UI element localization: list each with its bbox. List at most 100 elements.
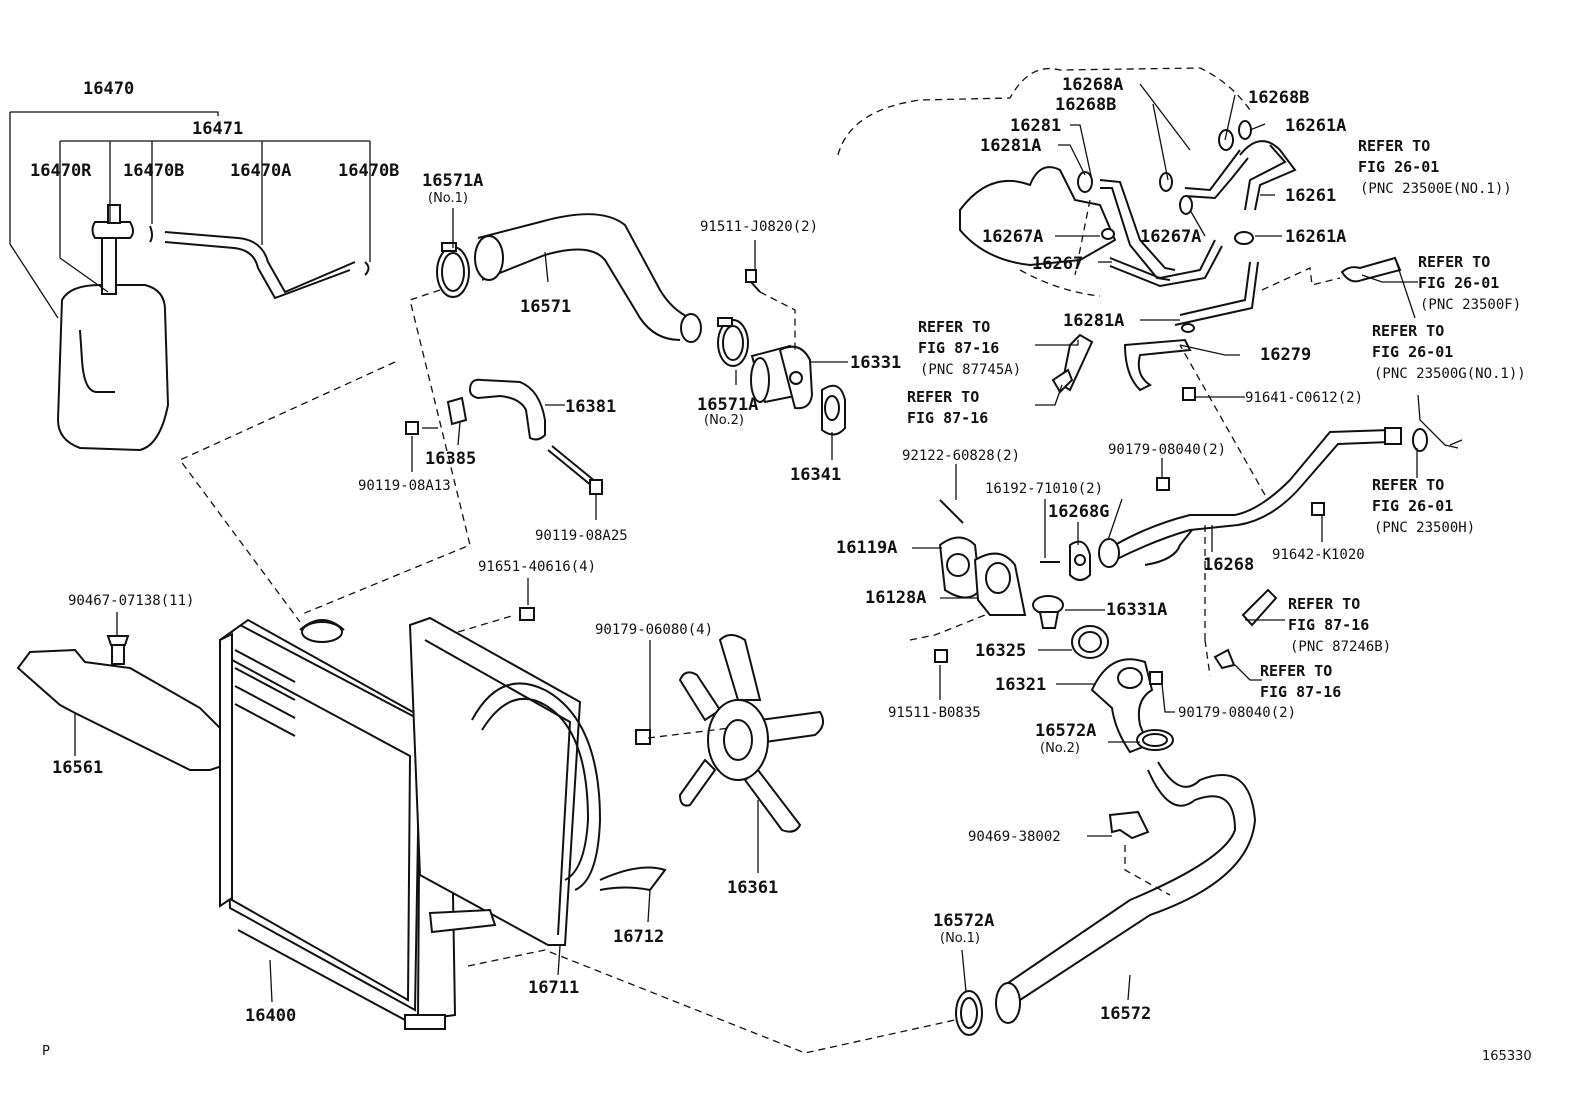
label-no1: (No.1) [940, 931, 980, 946]
label-16470B: 16470B [338, 161, 399, 181]
label-16281A: 16281A [1063, 311, 1124, 331]
label-16268A: 16268A [1062, 75, 1123, 95]
label-16267A: 16267A [1140, 227, 1201, 247]
shroud-clip [599, 866, 667, 892]
part-labels: 16470 16471 16470R 16470B 16470A 16470B … [30, 75, 1532, 1064]
label-16470R: 16470R [30, 161, 92, 181]
label-16470B: 16470B [123, 161, 184, 181]
cooling-fan [678, 634, 825, 833]
corner-letter: P [42, 1044, 50, 1059]
label-16381: 16381 [565, 397, 616, 417]
label-91651-40616: 91651-40616(4) [478, 559, 596, 575]
ref-line: FIG 87-16 [1260, 683, 1341, 701]
water-inlet-housing [973, 552, 1027, 616]
label-90179-06080: 90179-06080(4) [595, 622, 713, 638]
upper-radiator-hose [474, 213, 702, 343]
label-16400: 16400 [245, 1006, 296, 1026]
ref-line: REFER TO [1358, 137, 1430, 155]
label-92122-60828: 92122-60828(2) [902, 448, 1020, 464]
label-16268B: 16268B [1248, 88, 1309, 108]
label-16571: 16571 [520, 297, 571, 317]
label-16331: 16331 [850, 353, 901, 373]
ref-line: (PNC 23500G(NO.1)) [1374, 366, 1526, 382]
label-16268B: 16268B [1055, 95, 1116, 115]
label-16361: 16361 [727, 878, 778, 898]
reservoir-tank [56, 204, 170, 452]
water-inlet [1090, 658, 1154, 754]
label-16321: 16321 [995, 675, 1046, 695]
ref-line: (PNC 23500E(NO.1)) [1360, 181, 1512, 197]
label-16128A: 16128A [865, 588, 926, 608]
label-16711: 16711 [528, 978, 579, 998]
connection-lines [178, 199, 1341, 1054]
ref-line: REFER TO [1418, 253, 1490, 271]
outlet-gasket [821, 384, 846, 436]
heater-hoses [1060, 140, 1297, 392]
ref-line: REFER TO [1372, 322, 1444, 340]
hose-clip-lower [1108, 810, 1150, 840]
ref-line: (PNC 23500H) [1374, 520, 1475, 536]
lower-radiator-hose [995, 761, 1257, 1024]
label-16561: 16561 [52, 758, 103, 778]
ref-line: (PNC 87246B) [1290, 639, 1391, 655]
ref-line: FIG 87-16 [918, 339, 999, 357]
reservoir-overflow-hose [164, 231, 356, 300]
label-91511-j0820: 91511-J0820(2) [700, 219, 818, 235]
nut [635, 729, 651, 745]
ref-line: REFER TO [918, 318, 990, 336]
label-91511-b0835: 91511-B0835 [888, 705, 981, 721]
label-16281: 16281 [1010, 116, 1061, 136]
label-16572A: 16572A [933, 911, 994, 931]
label-16281A: 16281A [980, 136, 1041, 156]
label-90179-08040: 90179-08040(2) [1178, 705, 1296, 721]
label-16385: 16385 [425, 449, 476, 469]
label-16267: 16267 [1032, 254, 1083, 274]
label-16279: 16279 [1260, 345, 1311, 365]
ref-line: REFER TO [907, 388, 979, 406]
small-fasteners [519, 256, 1402, 685]
label-16325: 16325 [975, 641, 1026, 661]
label-16119A: 16119A [836, 538, 897, 558]
ref-line: (PNC 87745A) [920, 362, 1021, 378]
hose-clamp-no1-lower [955, 990, 983, 1036]
label-16471: 16471 [192, 119, 243, 139]
label-90467-07138: 90467-07138(11) [68, 593, 194, 609]
ref-line: REFER TO [1260, 662, 1332, 680]
ref-line: REFER TO [1288, 595, 1360, 613]
label-16572: 16572 [1100, 1004, 1151, 1024]
radiator-assembly [218, 618, 457, 1030]
ref-line: FIG 26-01 [1358, 158, 1439, 176]
hose-clamp-no2 [717, 317, 749, 367]
ref-line: REFER TO [1372, 476, 1444, 494]
thermostat [1032, 595, 1064, 629]
label-16192-71010: 16192-71010(2) [985, 481, 1103, 497]
hose-clamp-no2-lower [1136, 729, 1174, 751]
engine-outline [837, 67, 1251, 297]
leader-lines [9, 83, 1463, 1003]
label-no2: (No.2) [704, 413, 744, 428]
pipe-gasket [1069, 540, 1091, 581]
radiator-support-bracket [405, 378, 603, 495]
ref-line: FIG 26-01 [1372, 497, 1453, 515]
label-16267A: 16267A [982, 227, 1043, 247]
thermostat-gasket [938, 536, 982, 599]
label-16341: 16341 [790, 465, 841, 485]
water-outlet [750, 344, 814, 410]
label-90469-38002: 90469-38002 [968, 829, 1061, 845]
label-91641-c0612: 91641-C0612(2) [1245, 390, 1363, 406]
ref-line: FIG 87-16 [907, 409, 988, 427]
label-no2: (No.2) [1040, 741, 1080, 756]
hose-clamps-heater [1077, 120, 1254, 333]
ref-line: FIG 26-01 [1418, 274, 1499, 292]
label-90179-08040: 90179-08040(2) [1108, 442, 1226, 458]
label-91642-k1020: 91642-K1020 [1272, 547, 1365, 563]
reference-notes: REFER TO FIG 26-01 (PNC 23500E(NO.1)) RE… [907, 137, 1526, 701]
label-16571A: 16571A [422, 171, 483, 191]
bolt [745, 269, 761, 293]
ref-line: (PNC 23500F) [1420, 297, 1521, 313]
label-90119-08a13: 90119-08A13 [358, 478, 451, 494]
label-16571A: 16571A [697, 395, 758, 415]
label-16470: 16470 [83, 79, 134, 99]
figure-number: 165330 [1482, 1049, 1532, 1064]
